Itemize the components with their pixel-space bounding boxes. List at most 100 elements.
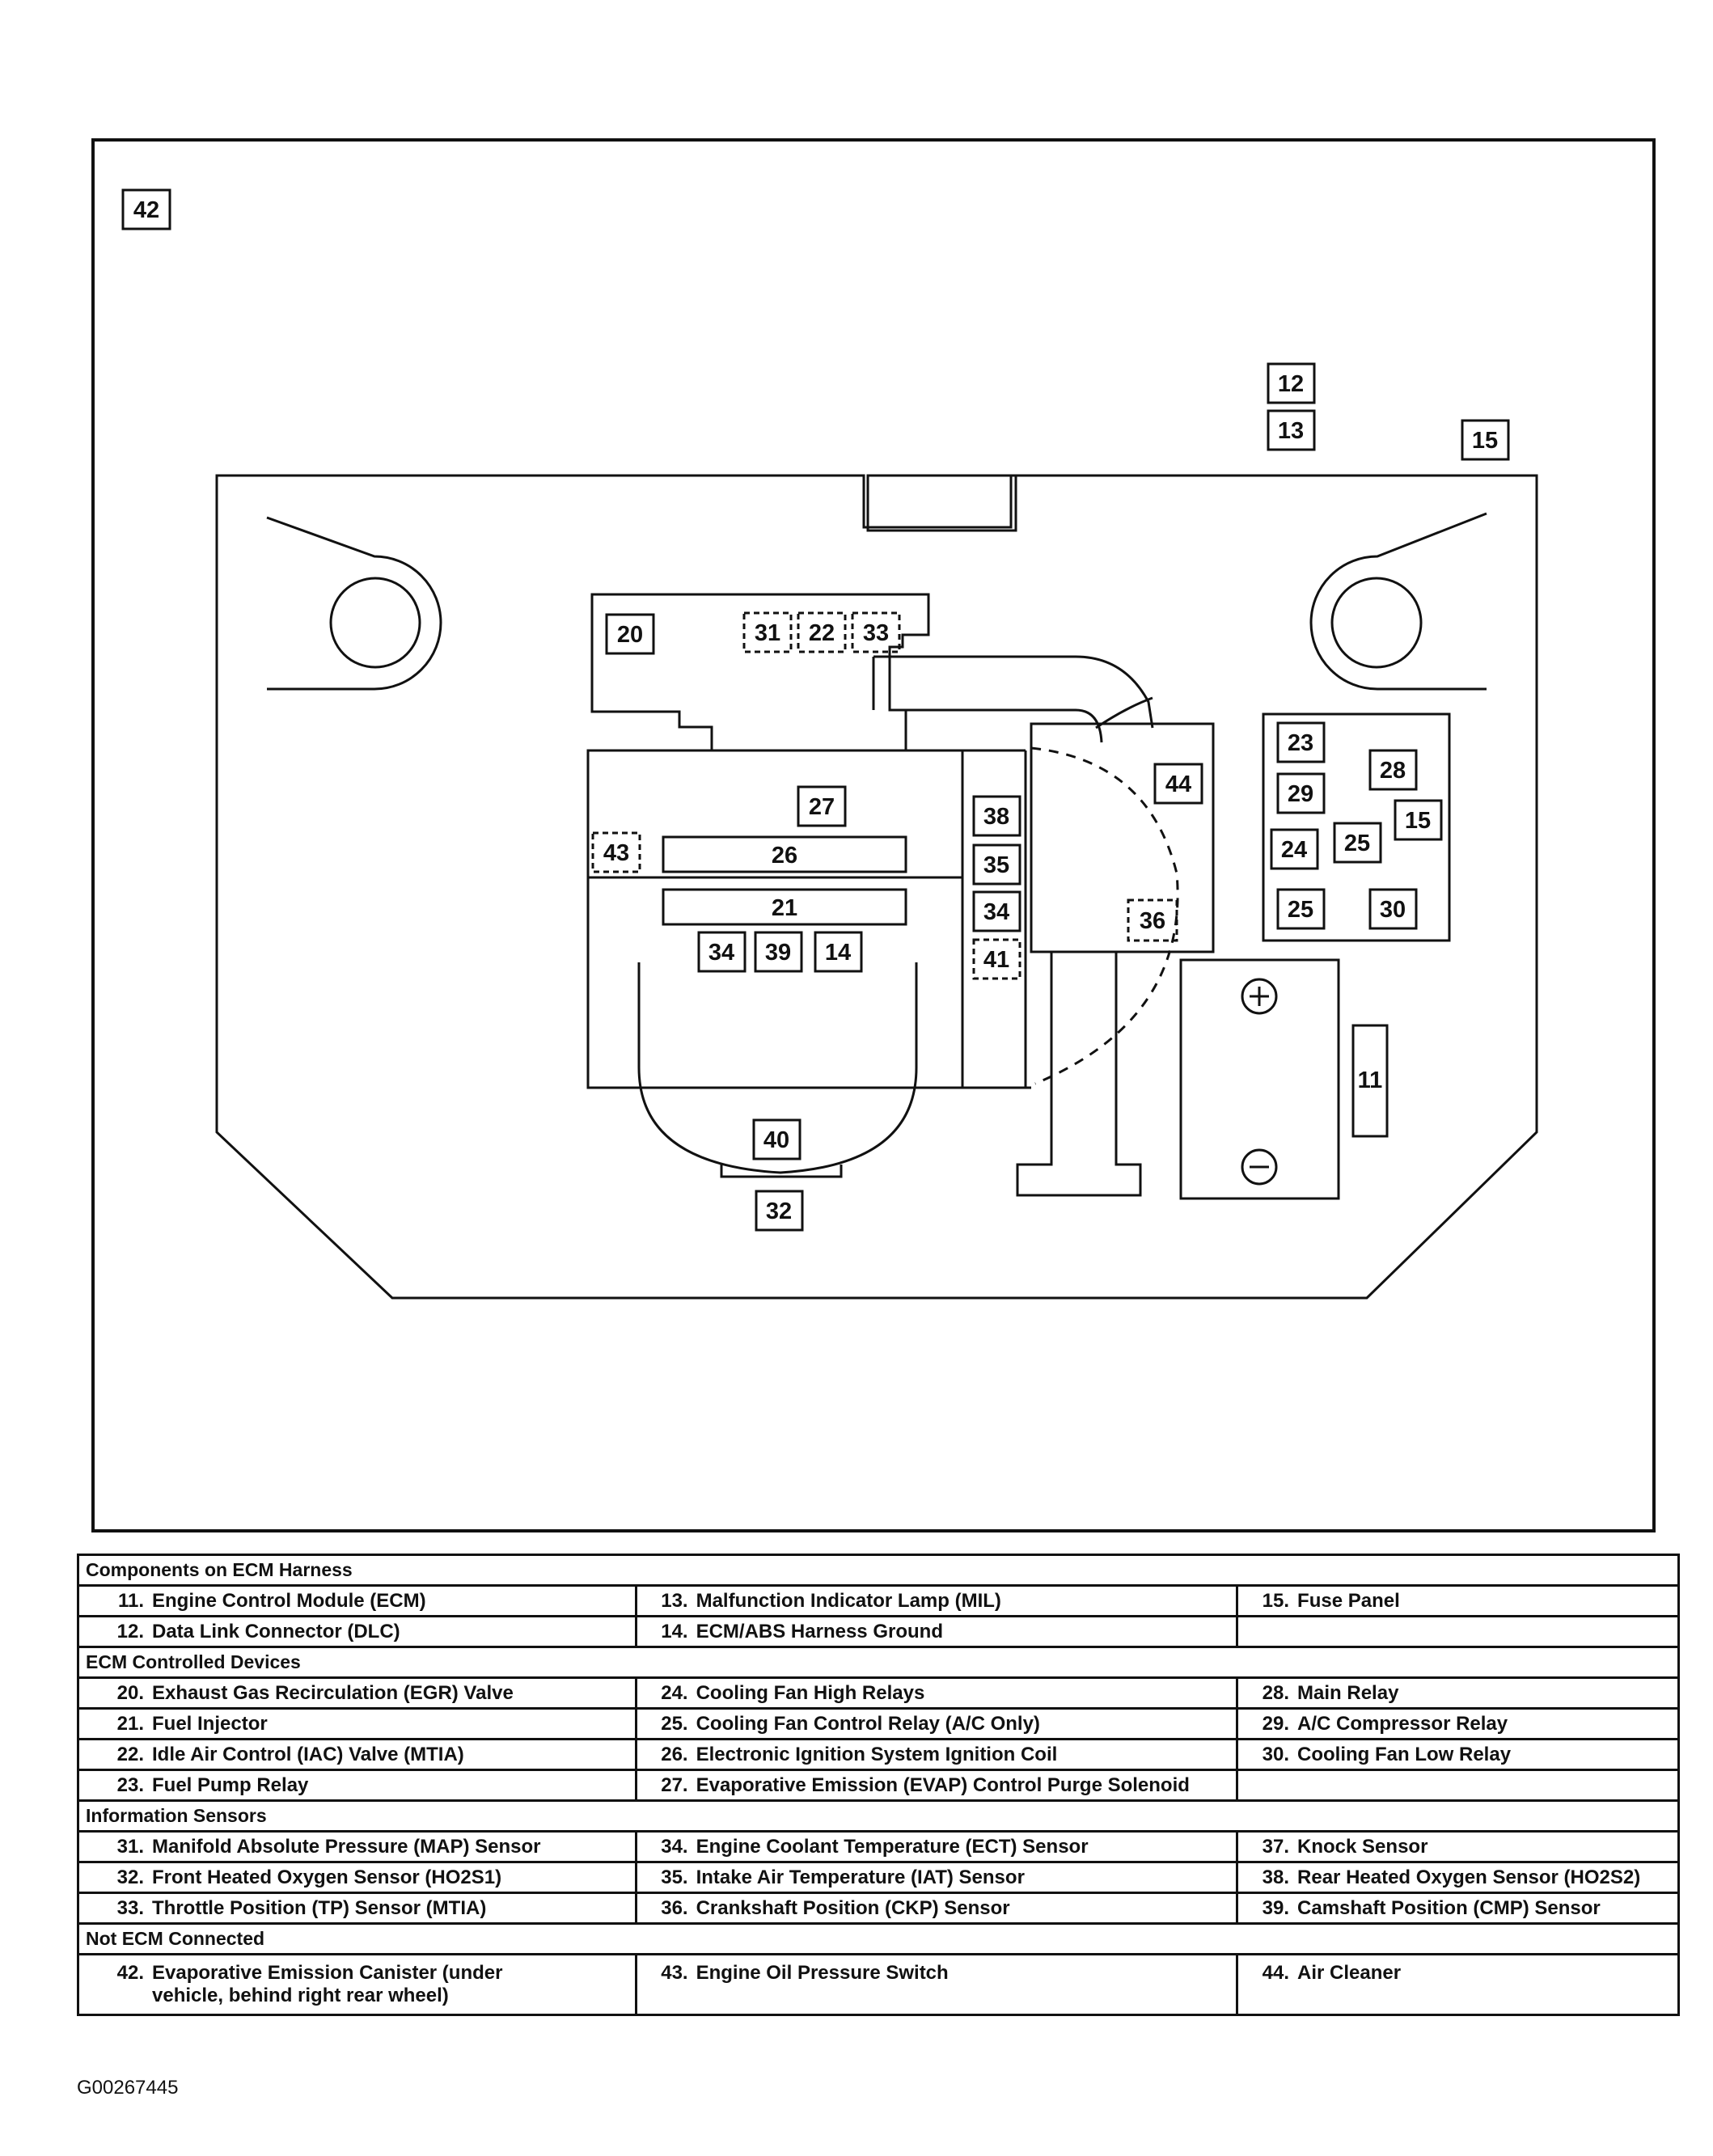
- legend-cell: 13.Malfunction Indicator Lamp (MIL): [634, 1584, 1239, 1617]
- legend-item-number: 12.: [116, 1620, 144, 1642]
- legend-item-label: Electronic Ignition System Ignition Coil: [696, 1743, 1058, 1765]
- svg-text:34: 34: [983, 899, 1009, 925]
- legend-item-number: 35.: [661, 1866, 688, 1888]
- svg-text:39: 39: [765, 940, 791, 966]
- legend-item-number: 15.: [1262, 1589, 1290, 1612]
- cooling-hose: [1016, 952, 1142, 1197]
- label-box-28: 28: [1368, 749, 1418, 791]
- label-box-44: 44: [1153, 763, 1203, 805]
- legend-item-number: 37.: [1262, 1835, 1290, 1858]
- svg-text:24: 24: [1281, 837, 1307, 863]
- legend-item-label: Evaporative Emission Canister (under veh…: [152, 1962, 503, 2006]
- legend-item-number: 27.: [661, 1773, 688, 1796]
- svg-text:14: 14: [825, 940, 851, 966]
- label-box-14: 14: [814, 931, 863, 973]
- legend-cell: 29.A/C Compressor Relay: [1236, 1707, 1680, 1740]
- label-box-42: 42: [121, 188, 171, 230]
- legend-cell: 37.Knock Sensor: [1236, 1830, 1680, 1863]
- battery: [1179, 958, 1340, 1200]
- label-box-36: 36: [1127, 898, 1178, 942]
- legend-row: 12. Data Link Connector (DLC) 14. ECM/ABS H…: [77, 1615, 1680, 1648]
- legend-cell: [1236, 1615, 1680, 1648]
- legend-cell: 43.Engine Oil Pressure Switch: [634, 1953, 1239, 2016]
- legend-item-number: 36.: [661, 1896, 688, 1919]
- label-box-35: 35: [972, 843, 1021, 886]
- legend-item-label: Data Link Connector (DLC): [152, 1620, 400, 1642]
- legend-item-number: 29.: [1262, 1712, 1290, 1735]
- legend-cell: 20. Exhaust Gas Recirculation (EGR) Valve: [77, 1676, 637, 1710]
- legend-item-number: 14.: [661, 1620, 688, 1642]
- svg-text:12: 12: [1278, 371, 1304, 397]
- legend-cell: 25.Cooling Fan Control Relay (A/C Only): [634, 1707, 1239, 1740]
- legend-row: 32.Front Heated Oxygen Sensor (HO2S1) 35.…: [77, 1861, 1680, 1894]
- label-box-32: 32: [755, 1190, 804, 1232]
- label-box-15-relay: 15: [1394, 799, 1443, 841]
- svg-text:11: 11: [1358, 1067, 1383, 1093]
- label-box-20: 20: [605, 613, 655, 655]
- legend-cell: 38.Rear Heated Oxygen Sensor (HO2S2): [1236, 1861, 1680, 1894]
- legend-section-header: Components on ECM Harness: [77, 1554, 1680, 1587]
- legend-cell: 11.Engine Control Module (ECM): [77, 1584, 637, 1617]
- legend-cell: 31.Manifold Absolute Pressure (MAP) Sens…: [77, 1830, 637, 1863]
- legend-item-label: Fuse Panel: [1297, 1589, 1400, 1612]
- legend-item-number: 22.: [116, 1743, 144, 1765]
- legend-item-number: 38.: [1262, 1866, 1290, 1888]
- legend-cell: 28.Main Relay: [1236, 1676, 1680, 1710]
- label-box-23: 23: [1276, 721, 1326, 763]
- legend-item-label: Fuel Pump Relay: [152, 1773, 309, 1796]
- label-box-27: 27: [797, 785, 847, 827]
- legend-cell: 15. Fuse Panel: [1236, 1584, 1680, 1617]
- label-box-31: 31: [742, 611, 793, 653]
- intake-manifold: [590, 593, 930, 752]
- legend-cell: [1236, 1769, 1680, 1802]
- svg-text:41: 41: [983, 947, 1009, 973]
- label-box-15-top: 15: [1461, 419, 1510, 461]
- legend-item-number: 31.: [116, 1835, 144, 1858]
- legend-item-label: Fuel Injector: [152, 1712, 268, 1735]
- legend-item-label: Cooling Fan Low Relay: [1297, 1743, 1512, 1765]
- label-box-39: 39: [754, 931, 803, 973]
- legend-item-number: 23.: [116, 1773, 144, 1796]
- label-box-34-left: 34: [697, 931, 747, 973]
- cowl-bracket: [866, 474, 1017, 532]
- legend-cell: 32.Front Heated Oxygen Sensor (HO2S1): [77, 1861, 637, 1894]
- legend-cell: 12. Data Link Connector (DLC): [77, 1615, 637, 1648]
- label-box-38: 38: [972, 795, 1021, 837]
- legend-section-title: Components on ECM Harness: [77, 1554, 1680, 1587]
- legend-item-label: ECM/ABS Harness Ground: [696, 1620, 943, 1642]
- label-box-13: 13: [1267, 409, 1316, 451]
- label-box-25-upper: 25: [1333, 822, 1382, 864]
- svg-text:34: 34: [708, 940, 734, 966]
- legend-item-number: 43.: [661, 1962, 688, 1984]
- legend-section-header: Not ECM Connected: [77, 1922, 1680, 1955]
- svg-text:30: 30: [1380, 897, 1406, 923]
- legend-item-number: 44.: [1262, 1962, 1290, 1984]
- label-box-26: 26: [662, 835, 907, 873]
- svg-text:40: 40: [763, 1127, 789, 1153]
- legend-item-number: 42.: [116, 1962, 144, 1984]
- legend-section-header: Information Sensors: [77, 1799, 1680, 1833]
- legend-cell: 22. Idle Air Control (IAC) Valve (MTIA): [77, 1738, 637, 1771]
- legend-item-label: Idle Air Control (IAC) Valve (MTIA): [152, 1743, 464, 1765]
- legend-item-label: Front Heated Oxygen Sensor (HO2S1): [152, 1866, 502, 1888]
- legend-row: 31.Manifold Absolute Pressure (MAP) Sens…: [77, 1830, 1680, 1863]
- label-box-29: 29: [1276, 772, 1326, 814]
- svg-text:35: 35: [983, 852, 1009, 878]
- svg-text:33: 33: [863, 620, 889, 646]
- legend-item-label: Exhaust Gas Recirculation (EGR) Valve: [152, 1681, 514, 1704]
- legend-item-number: 34.: [661, 1835, 688, 1858]
- svg-text:25: 25: [1288, 897, 1313, 923]
- label-box-12: 12: [1267, 362, 1316, 404]
- engine-component-locator-diagram: 42 12 13 15 20 31 22 33 44 23 28 29 15 2…: [91, 138, 1656, 1532]
- svg-text:13: 13: [1278, 418, 1304, 444]
- svg-text:43: 43: [603, 840, 629, 866]
- legend-item-number: 20.: [116, 1681, 144, 1704]
- legend-section-header: ECM Controlled Devices: [77, 1646, 1680, 1679]
- legend-cell: 30.Cooling Fan Low Relay: [1236, 1738, 1680, 1771]
- legend-item-number: 25.: [661, 1712, 688, 1735]
- legend-cell: 34.Engine Coolant Temperature (ECT) Sens…: [634, 1830, 1239, 1863]
- legend-item-number: 13.: [661, 1589, 688, 1612]
- label-box-41: 41: [972, 938, 1021, 980]
